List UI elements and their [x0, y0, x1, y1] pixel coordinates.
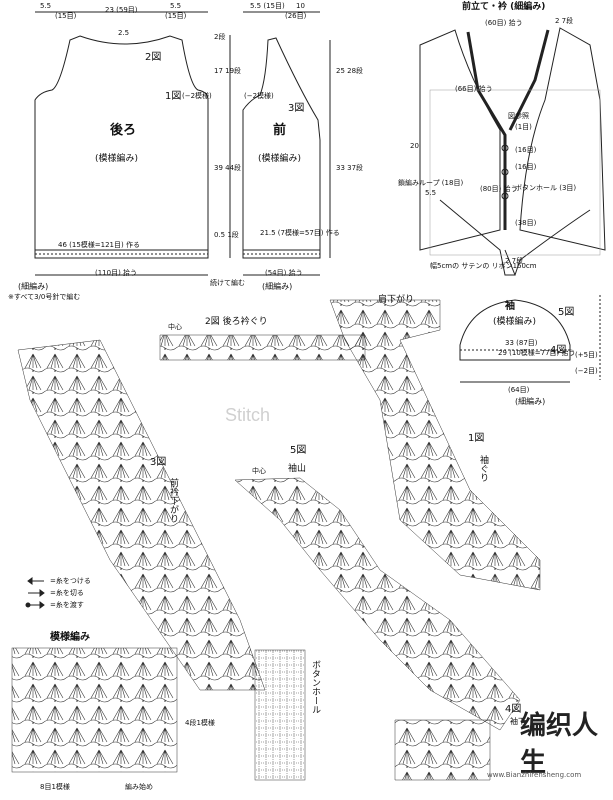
chart-4-title: 4図	[505, 704, 522, 715]
dim-mid-17: 17 19段	[214, 67, 242, 75]
swatch-title: 模様編み	[50, 632, 90, 643]
legend-attach: =糸をつける	[50, 577, 91, 585]
legend-cut: =糸を切る	[50, 589, 84, 597]
dim-right-33: 33 37段	[336, 164, 364, 172]
swatch-repeat-stitch: 8目1模様	[40, 783, 70, 791]
chart-2-title: 2図 後ろ衿ぐり	[205, 317, 268, 327]
back-stitch: (模様編み)	[95, 154, 139, 164]
front-stitch: (模様編み)	[258, 154, 302, 164]
sleeve-outline	[459, 299, 571, 361]
button-hole-grid	[254, 649, 306, 781]
dim-right-25: 25 28段	[336, 67, 364, 75]
ribbon-label: 幅5cmの サテンの リボン160cm	[430, 262, 537, 270]
chart-2-strip	[159, 334, 366, 361]
chart-1-title: 1図	[468, 433, 485, 444]
button-hole-label: ボタンホール (3目)	[515, 184, 577, 192]
dim-armhole-back: (−2模様)	[182, 92, 212, 100]
garment-dim-20: 20	[410, 142, 419, 150]
dim-back-shoulder-right: 5.5	[170, 2, 182, 10]
label-fig-2: 2図	[145, 52, 162, 63]
chart-5-center: 中心	[252, 467, 266, 475]
sleeve-cap-label: 袖山	[288, 464, 307, 474]
collar-band	[466, 31, 507, 230]
dim-back-shoulder-left: 5.5	[40, 2, 52, 10]
dim-mid-39: 39 44段	[214, 164, 242, 172]
rows-16b: (16目)	[515, 163, 537, 171]
dim-back-neck-drop: 2.5	[118, 29, 130, 37]
sleeve-stitch: (模様編み)	[493, 317, 537, 327]
dim-back-shoulder-left-rows: (15目)	[55, 12, 77, 20]
rows-1: (1目)	[515, 123, 532, 131]
sleeve-dim-33: 33 (87目)	[505, 339, 538, 347]
armhole-label: 袖ぐり	[478, 455, 488, 482]
back-title: 後ろ	[110, 123, 137, 138]
chart-3-title: 3図	[150, 457, 167, 468]
fig-ref: 図参照	[508, 112, 529, 120]
front-neck-label: 前衿下がり	[168, 478, 178, 523]
swatch-repeat-rows: 4段1模様	[185, 719, 215, 727]
dim-back-neck: 23 (59目)	[105, 6, 138, 14]
sleeve-pickup: (64目)	[508, 386, 530, 394]
front-ribbing-label: (細編み)	[262, 282, 293, 291]
front-cast-on: 21.5 (7模様=57目) 作る	[260, 229, 340, 237]
legend-pass: =糸を渡す	[50, 601, 84, 609]
sleeve-title: 袖	[505, 301, 515, 312]
label-fig-3: 3図	[288, 103, 305, 114]
chart-3-strip	[17, 339, 266, 691]
sleeve-plus5: (+5目)	[575, 351, 598, 359]
collar-dim-66: (66目) 拾う	[455, 85, 493, 93]
garment-dim-55: 5.5	[425, 189, 437, 197]
back-cast-on: 46 (15模様=121目) 作る	[58, 241, 140, 249]
site-url: www.Bianzhirensheng.com	[487, 771, 582, 779]
label-fig-5: 5図	[558, 307, 575, 318]
dim-mid-05: 0.5 1段	[214, 231, 239, 239]
sleeve-dim-29: 29 (10模様=77目) 拾う	[498, 349, 576, 357]
loop-label: 鎖編みループ (18目)	[398, 179, 464, 187]
sleeve-bottom: 袖下	[510, 717, 526, 726]
collar-dim-rows: 2 7段	[555, 17, 574, 25]
dim-front-neck: 10	[296, 2, 305, 10]
site-logo: 编织人生	[520, 711, 599, 778]
rows-16a: (16目)	[515, 146, 537, 154]
back-pickup: (110目) 拾う	[95, 269, 138, 277]
shoulder-slope: 肩下がり	[378, 295, 415, 305]
chart-1-strip	[329, 299, 541, 591]
chart-4-strip	[394, 719, 491, 781]
sleeve-minus2: (−2目)	[575, 367, 598, 375]
garment-dim-2: 2 7段	[505, 257, 524, 265]
collar-dim-top: (60目) 拾う	[485, 19, 523, 27]
label-fig-1: 1図	[165, 91, 182, 102]
label-fig-4: 4図	[550, 345, 567, 356]
collar-dim-80: (80目) 拾う	[480, 185, 518, 193]
front-piece-outline	[242, 37, 321, 259]
chart-strips	[11, 299, 541, 781]
front-title: 前	[273, 123, 287, 138]
front-pickup: (54目) 拾う	[265, 269, 303, 277]
back-ribbing-label: (細編み)	[18, 282, 49, 291]
dim-armhole-front: (−2模様)	[244, 92, 274, 100]
chart-5-title: 5図	[290, 445, 307, 456]
hook-note: ※すべて3/0号針で編む	[8, 293, 81, 301]
dim-back-shoulder-right-rows: (15目)	[165, 12, 187, 20]
chart-2-center: 中心	[168, 323, 182, 331]
dim-mid-top: 2段	[214, 33, 226, 41]
swatch-start: 編み始め	[125, 783, 153, 791]
watermark: Stitch	[225, 405, 271, 425]
sleeve-ribbing: (細編み)	[515, 397, 546, 406]
dim-front-shoulder: 5.5 (15目)	[250, 2, 285, 10]
dim-front-neck-rows: (26目)	[285, 12, 307, 20]
button-hole-vertical: ボタンホール	[310, 660, 320, 714]
continue-knit: 続けて編む	[210, 279, 245, 287]
collar-title: 前立て・衿 (細編み)	[462, 2, 546, 12]
chart-5-strip	[234, 477, 521, 731]
stitch-swatch-chart	[11, 647, 178, 773]
back-piece-outline	[34, 35, 209, 259]
rows-38: (38目)	[515, 219, 537, 227]
